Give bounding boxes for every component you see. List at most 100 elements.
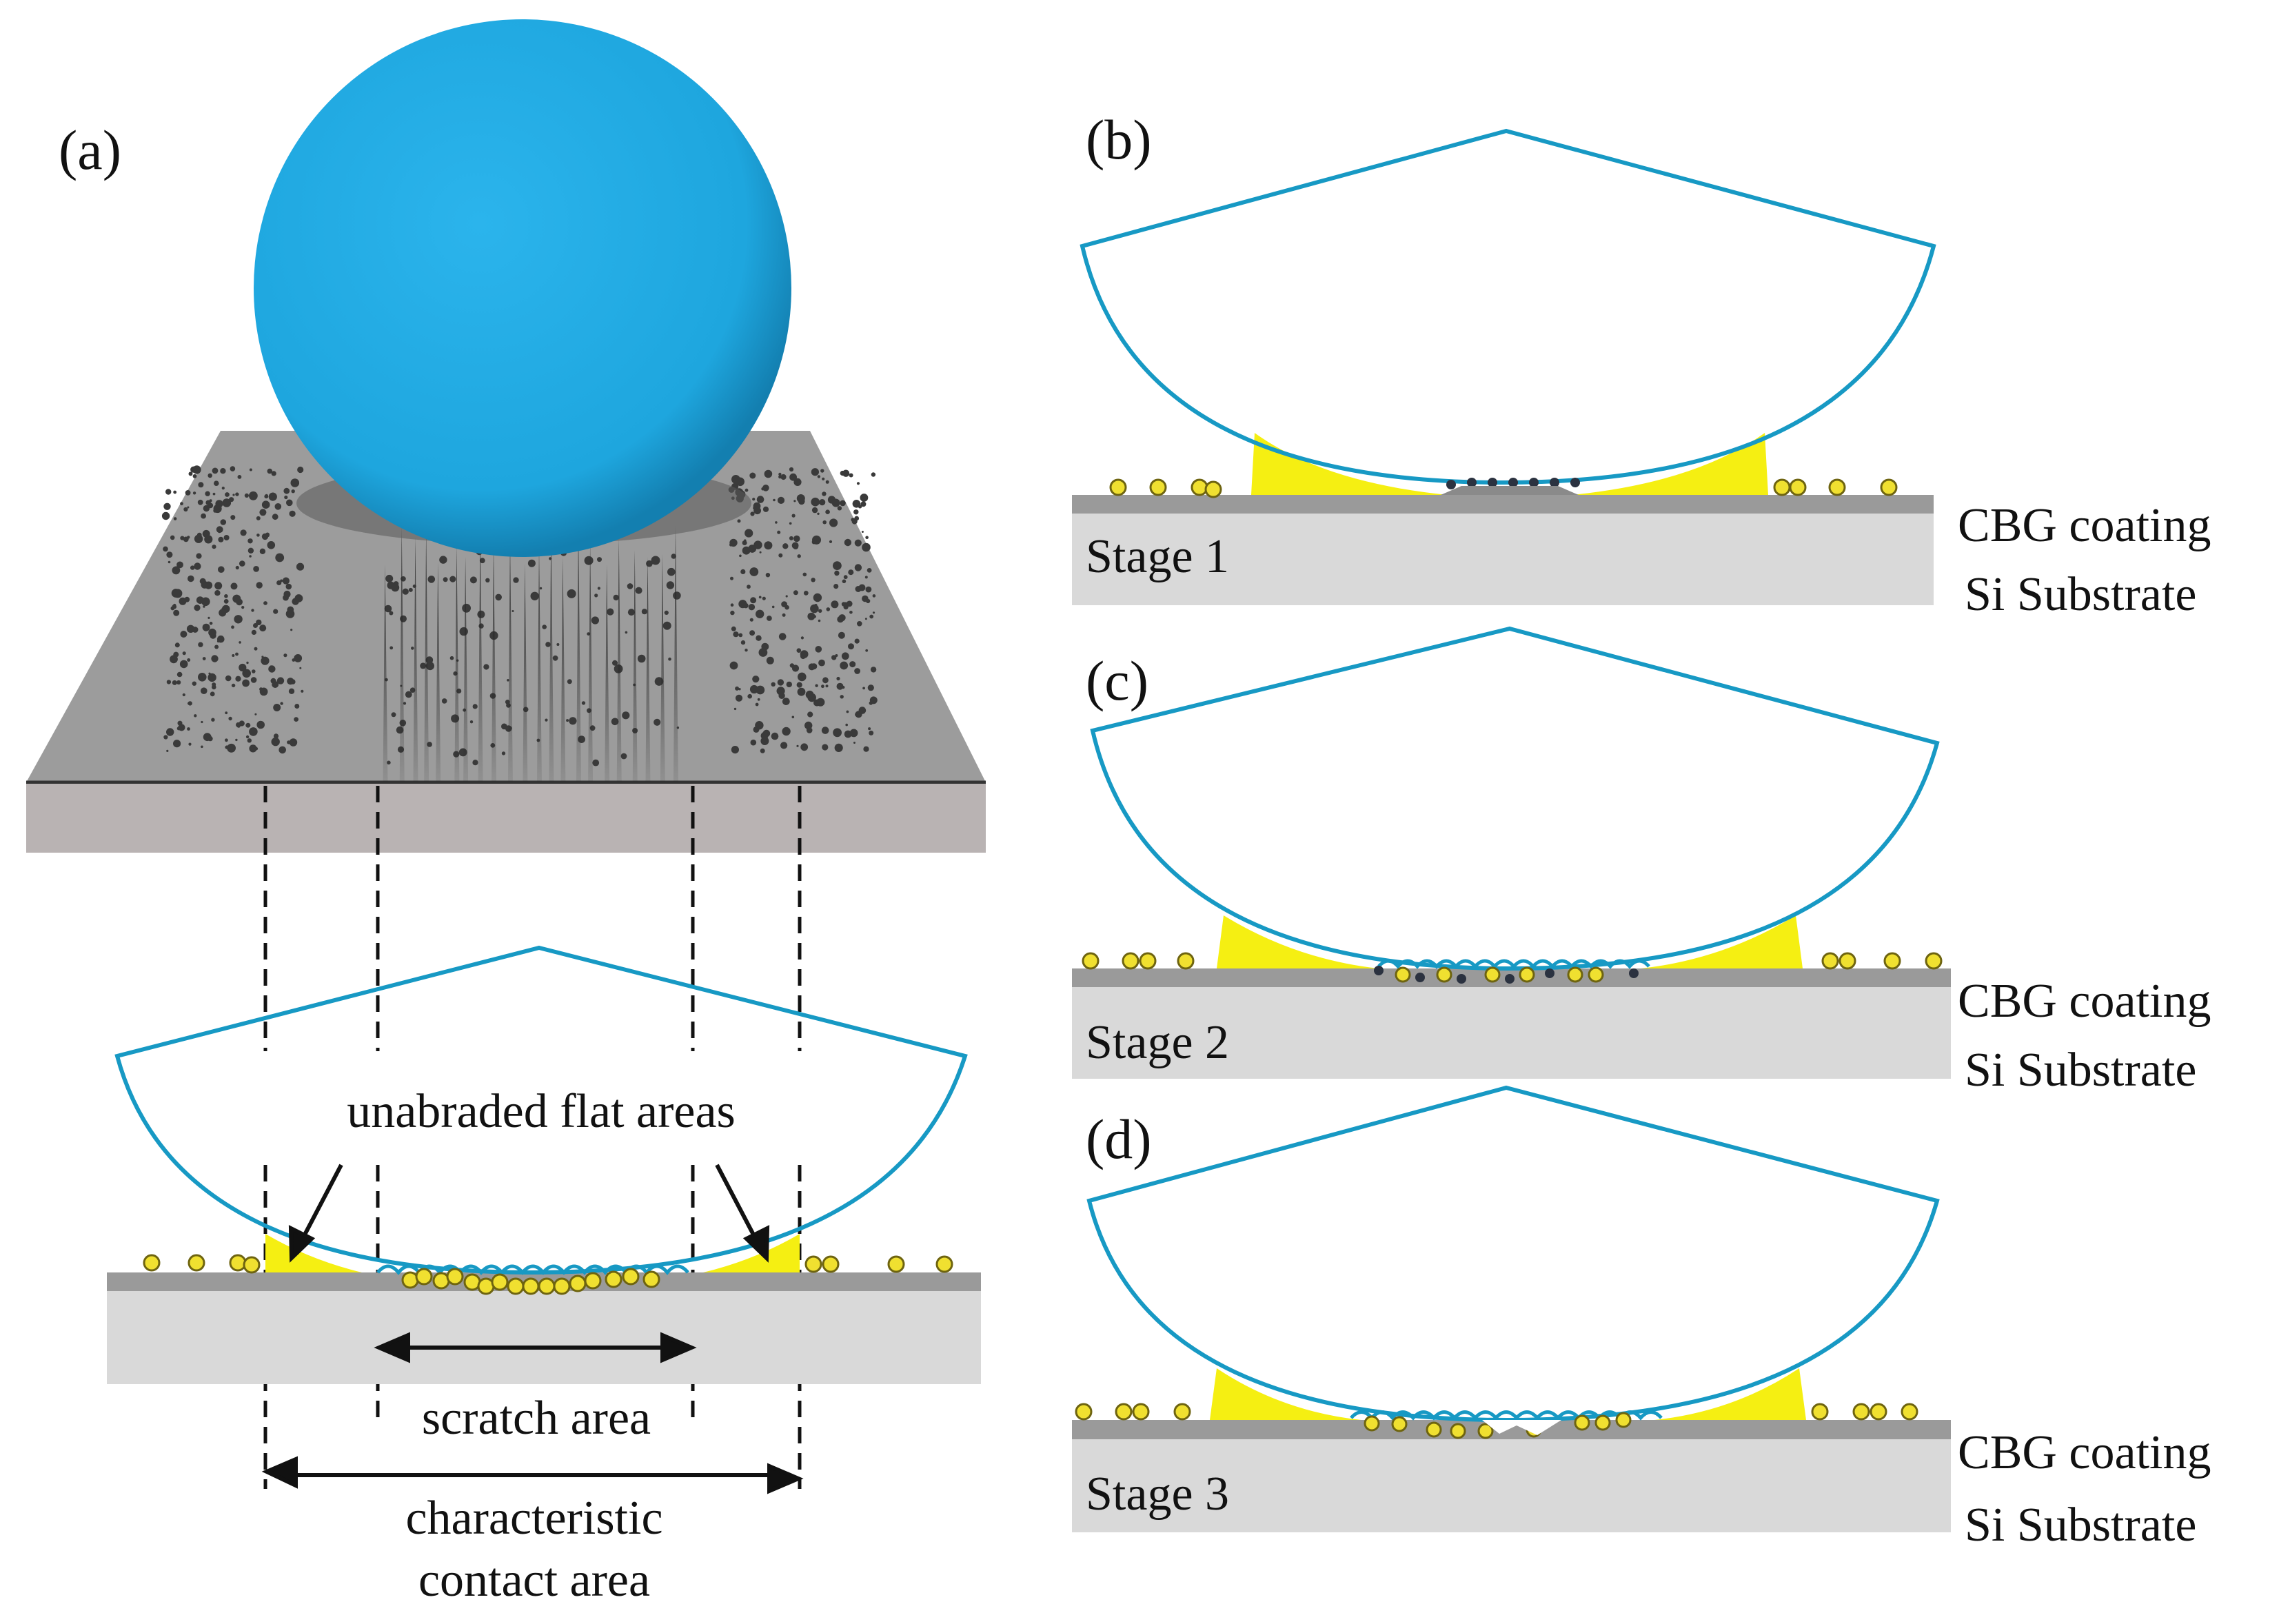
debris-dot <box>758 596 762 599</box>
debris-dot <box>749 472 756 479</box>
debris-dot <box>211 655 219 662</box>
debris-dot <box>273 471 276 474</box>
debris-dot <box>760 748 765 753</box>
debris-dot <box>840 633 845 638</box>
debris-dot <box>864 576 868 579</box>
debris-particle <box>1883 952 1901 970</box>
debris-dot <box>212 467 219 474</box>
debris-particle <box>1484 966 1501 983</box>
debris-dot <box>479 558 485 564</box>
debris-dot <box>865 586 872 593</box>
debris-dot <box>811 540 816 545</box>
debris-dot <box>284 495 288 500</box>
debris-dot <box>825 684 829 688</box>
debris-dot <box>855 711 862 718</box>
debris-particle <box>1870 1403 1887 1421</box>
debris-dot <box>180 502 183 506</box>
panel-d-label: (d) <box>1086 1108 1152 1170</box>
debris-dot <box>204 531 210 536</box>
debris-dot <box>736 477 745 487</box>
debris-dot <box>784 605 789 610</box>
debris-dot <box>854 638 860 644</box>
debris-dot <box>247 738 252 743</box>
debris-dot <box>811 663 818 670</box>
debris-dot <box>738 633 743 638</box>
debris-particle <box>1426 1421 1442 1438</box>
debris-dot <box>668 657 671 661</box>
debris-dot <box>507 679 509 682</box>
coating-label: CBG coating <box>1958 975 2211 1028</box>
debris-dot <box>811 578 816 582</box>
debris-dot <box>483 664 489 670</box>
debris-dot <box>214 480 219 486</box>
debris-dot <box>196 532 202 538</box>
scratch-arrow-left <box>374 1332 410 1363</box>
debris-dot <box>789 663 795 668</box>
debris-particle <box>584 1272 602 1290</box>
debris-dot <box>764 541 773 550</box>
debris-dot <box>201 687 207 694</box>
debris-dot <box>197 499 203 505</box>
debris-dot <box>607 608 614 616</box>
debris-particle <box>1075 1403 1093 1421</box>
debris-dot <box>817 512 820 515</box>
debris-dot <box>822 744 829 751</box>
debris-dot <box>172 680 177 685</box>
debris-dot <box>166 749 169 752</box>
debris-dot <box>235 738 238 742</box>
debris-particles <box>1109 478 1898 498</box>
debris-particle <box>243 1256 261 1274</box>
debris-dot <box>836 682 844 690</box>
debris-particle <box>1811 1403 1829 1421</box>
debris-dot <box>283 597 287 600</box>
debris-dot <box>840 661 849 670</box>
debris-dot <box>214 590 221 596</box>
debris-dot <box>762 485 769 491</box>
debris-dot <box>853 742 855 744</box>
debris-particle <box>1773 478 1791 496</box>
debris-dot <box>176 680 181 685</box>
contact-zone-left <box>265 1234 362 1272</box>
debris-dot <box>798 498 805 505</box>
debris-dot <box>871 472 876 477</box>
debris-dot <box>747 585 751 589</box>
debris-dot <box>387 760 391 765</box>
debris-dot <box>203 605 205 608</box>
debris-dot <box>833 561 842 570</box>
scratch-streak <box>424 528 429 782</box>
debris-dot <box>208 672 211 675</box>
scratch-streak <box>560 557 566 782</box>
debris-dot <box>740 569 746 575</box>
debris-particle <box>1139 952 1157 970</box>
debris-dot <box>807 711 813 718</box>
scratch-streak <box>549 529 554 782</box>
debris-dot <box>264 494 269 499</box>
debris-dot <box>771 605 775 609</box>
debris-dot <box>225 738 228 742</box>
wear-particle <box>1550 478 1559 487</box>
debris-particle <box>1082 952 1100 970</box>
scratch-streaks <box>383 525 678 782</box>
debris-dot <box>796 744 799 747</box>
debris-dot <box>829 518 838 527</box>
debris-particle <box>1519 966 1535 983</box>
debris-dot <box>866 598 871 604</box>
debris-dot <box>869 614 874 619</box>
debris-dot <box>214 644 219 649</box>
debris-dot <box>251 629 256 636</box>
scratch-streak <box>491 544 496 782</box>
debris-dot <box>552 655 558 661</box>
debris-dot <box>791 715 795 719</box>
debris-dot <box>797 687 806 696</box>
debris-dot <box>235 676 241 682</box>
debris-dot <box>651 556 660 565</box>
debris-dot <box>622 711 630 720</box>
debris-dot <box>818 659 825 667</box>
debris-dot <box>753 726 760 733</box>
wear-particle <box>1374 966 1384 975</box>
debris-dot <box>261 500 270 509</box>
debris-dot <box>172 566 181 575</box>
contact-arrow-left <box>261 1456 298 1489</box>
debris-dot <box>198 642 203 647</box>
debris-dot <box>818 609 822 613</box>
